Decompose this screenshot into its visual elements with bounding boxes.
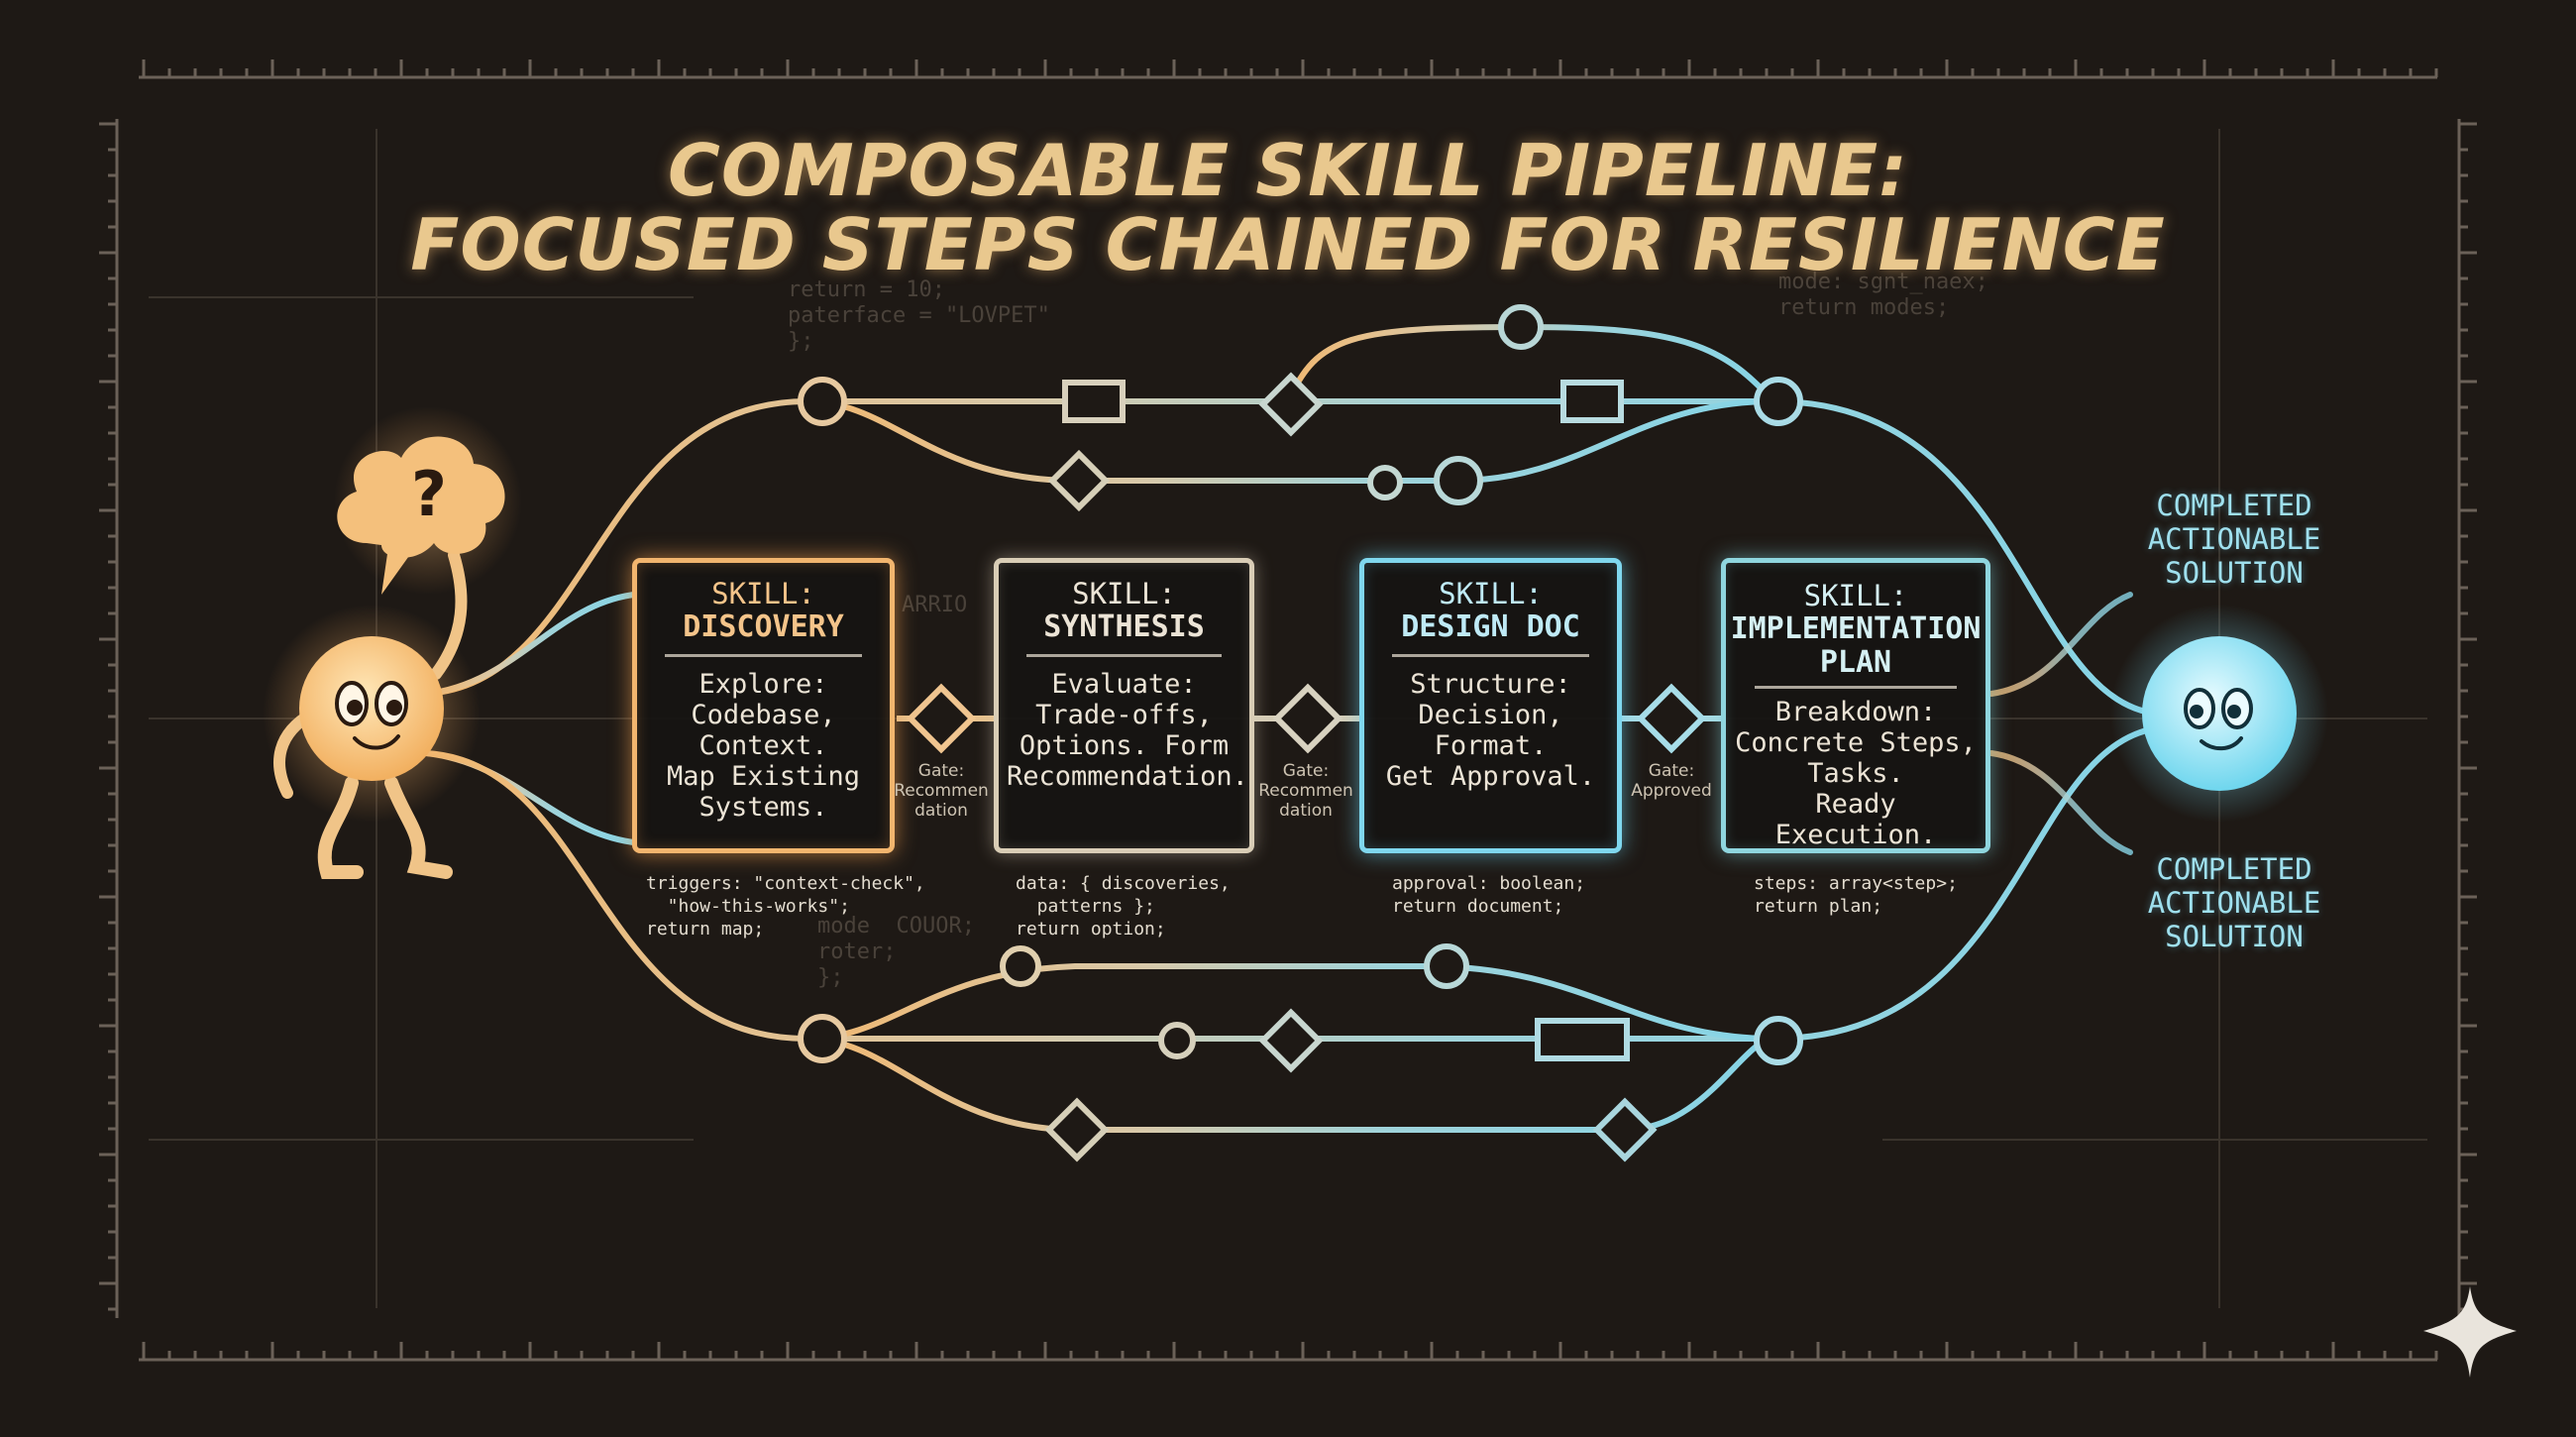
skill-label: SKILL: [1439,577,1543,610]
skill-card-synthesis: SKILL: SYNTHESIS Evaluate: Trade-offs, O… [994,558,1254,853]
title-line-2: FOCUSED STEPS CHAINED FOR RESILIENCE [410,203,2166,286]
track-node [1367,465,1403,500]
track-box [1560,380,1624,423]
track-node [1158,1022,1196,1059]
track-node [1424,943,1469,989]
start-character [263,406,522,879]
skill-name: DISCOVERY [683,609,844,644]
gate-label-3: Gate: Approved [1631,761,1712,801]
gate-diamond-3 [1636,683,1707,754]
code-note-implementation: steps: array<step>; return plan; [1754,873,1958,917]
skill-label: SKILL: [1072,577,1176,610]
skill-divider [665,654,862,657]
gate-label-2: Gate: Recommen dation [1258,761,1353,821]
title-line-1: COMPOSABLE SKILL PIPELINE: [668,129,1908,212]
track-box [1535,1018,1630,1061]
track-diamond [1258,372,1324,437]
track-box [1062,380,1126,423]
skill-description: Breakdown: Concrete Steps, Tasks. Ready … [1735,697,1977,850]
skill-name: DESIGN DOC [1401,609,1580,644]
track-node [1754,377,1803,426]
code-note-synthesis: data: { discoveries, patterns }; return … [1016,873,1231,940]
question-mark-icon: ? [411,458,447,530]
skill-description: Evaluate: Trade-offs, Options. Form Reco… [1007,669,1248,792]
track-diamond [1044,1097,1110,1162]
skill-divider [1754,686,1958,689]
track-node [798,1014,847,1063]
skill-label: SKILL: [1803,579,1908,612]
outcome-bottom: COMPLETED ACTIONABLE SOLUTION [2147,852,2321,953]
skill-card-design-doc: SKILL: DESIGN DOC Structure: Decision, F… [1359,558,1622,853]
track-diamond [1047,449,1111,512]
skill-name: IMPLEMENTATION PLAN [1730,611,1982,680]
bg-code-bottom-left: mode COUOR; roter; }; [817,914,975,990]
skill-card-implementation-plan: SKILL: IMPLEMENTATION PLAN Breakdown: Co… [1721,558,1990,853]
track-node [798,377,847,426]
track-node [1754,1016,1803,1065]
bg-code-top-right: mode: sgnt_naex; return modes; [1778,270,1988,320]
track-nodes [798,304,1803,1162]
track-diamond [1592,1097,1658,1162]
gate-diamonds [906,683,1707,754]
track-node [1434,456,1483,505]
track-node [1498,304,1544,350]
gate-label-1: Gate: Recommen dation [894,761,989,821]
track-node [1000,945,1041,987]
track-diamond [1258,1008,1324,1073]
end-character [2110,605,2328,823]
frame-ruler [99,59,2477,1362]
skill-name: SYNTHESIS [1043,609,1205,644]
skill-description: Explore: Codebase, Context. Map Existing… [666,669,861,823]
gate-diamond-1 [906,683,977,754]
bg-code-top-left: return = 10; paterface = "LOVPET" }; [788,277,1050,354]
code-note-design-doc: approval: boolean; return document; [1392,873,1586,917]
sparkle-icon [2423,1286,2517,1378]
skill-divider [1392,654,1589,657]
bg-code-mid-left: ARRIO [902,593,968,617]
outcome-top: COMPLETED ACTIONABLE SOLUTION [2147,489,2321,590]
skill-divider [1025,654,1223,657]
gate-diamond-2 [1272,683,1343,754]
code-note-discovery: triggers: "context-check", "how-this-wor… [646,873,925,940]
skill-card-discovery: SKILL: DISCOVERY Explore: Codebase, Cont… [632,558,895,853]
skill-label: SKILL: [711,577,815,610]
skill-description: Structure: Decision, Format. Get Approva… [1385,669,1596,792]
